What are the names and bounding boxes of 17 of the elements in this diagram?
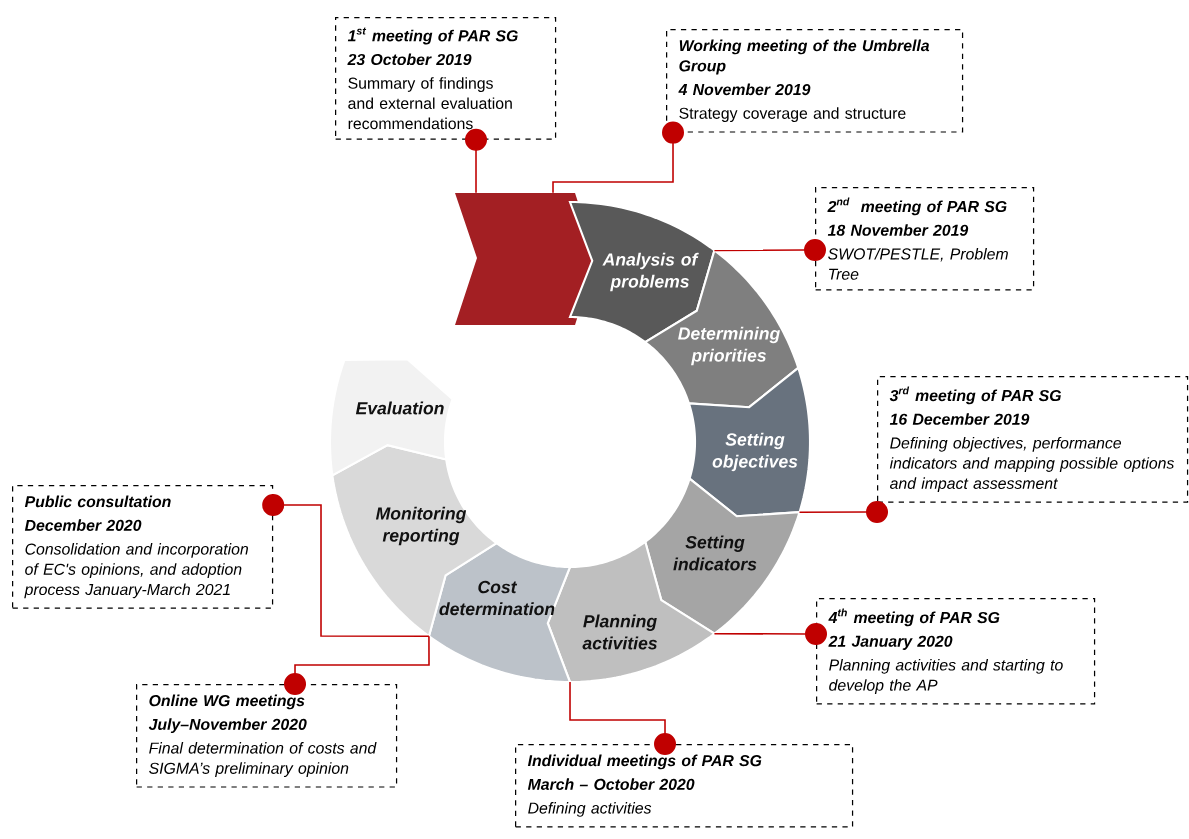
- leader-line: [465, 128, 487, 194]
- leader-line: [713, 239, 826, 261]
- callout-box: $\text{4}^{\text{th}}\text{ meeting of PAR SG}$ 21 January 2020 Planning activities and starting to develop the AP: [816, 598, 1096, 705]
- callout-box: Working meeting of the Umbrella Group 4 November 2019 Strategy coverage and structure: [666, 29, 964, 133]
- leader-line: [284, 635, 430, 695]
- callout-box: $\text{2}^{\text{nd}}\text{\ \ meeting of PAR SG}$ 18 November 2019 SWOT/PESTLE, Problem Tree: [815, 187, 1035, 291]
- callout-box: Online WG meetings July–November 2020 Final determination of costs and SIGMA’s preliminary opinion: [136, 684, 398, 788]
- callout-box: $\text{3}^{\text{rd}}\text{ meeting of PAR SG}$ 16 December 2019 Defining objectives, performance indicators and mapping possible options and impact assessment: [877, 376, 1189, 503]
- callout-box: $\text{1}^{\text{st}}\text{ meeting of PAR SG}$ 23 October 2019 Summary of findings and external evaluation recommendations: [335, 17, 557, 140]
- leader-line: [798, 501, 888, 523]
- callout-box: Individual meetings of PAR SG March – October 2020 Defining activities: [515, 744, 854, 828]
- callout-box: Public consultation December 2020 Consolidation and incorporation of EC's opinions, and adoption process January-March 2021: [12, 485, 274, 609]
- leader-line: [262, 494, 430, 637]
- leader-line: [569, 681, 676, 755]
- leader-line: [552, 121, 684, 194]
- ring-segment: Setting objectives: [687, 366, 812, 518]
- leader-line: [713, 623, 827, 645]
